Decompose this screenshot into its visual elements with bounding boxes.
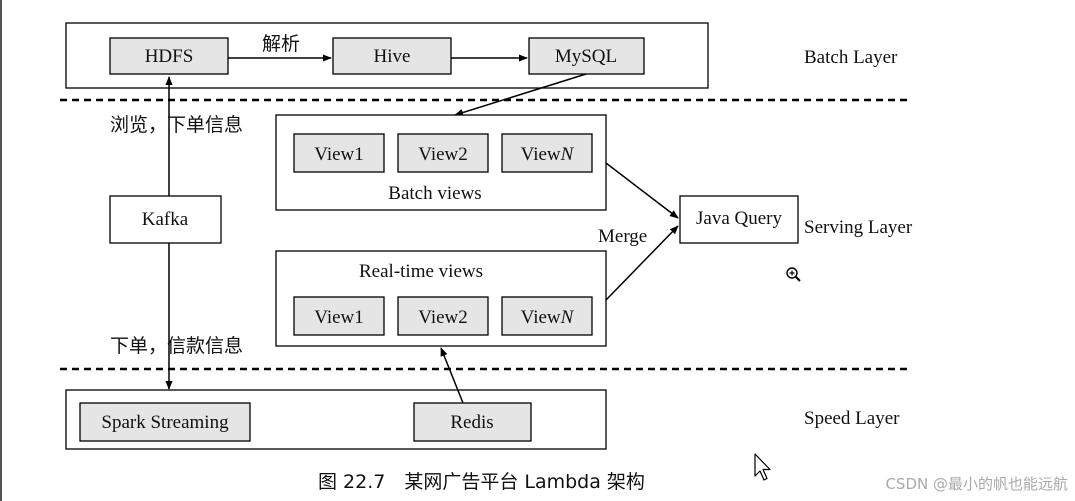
batch-view1-label: View1 [314, 144, 364, 165]
edge-label-browse-order: 浏览，下单信息 [110, 114, 243, 136]
edge-label-parse: 解析 [262, 33, 300, 55]
batch-viewn [501, 133, 593, 173]
cursor-icon [754, 453, 771, 481]
realtime-viewn [501, 296, 593, 336]
batch-viewn-label: ViewN [521, 144, 575, 165]
batch-view2 [397, 133, 489, 173]
batch-view2-label: View2 [418, 144, 468, 165]
serving-layer-label: Serving Layer [804, 217, 913, 238]
edge-realtime-views-java-query [605, 225, 679, 301]
realtime-views-title: Real-time views [359, 261, 483, 282]
figure-caption: 图 22.7 某网广告平台 Lambda 架构 [318, 471, 645, 493]
java-query-node [679, 195, 799, 244]
zoom-in-icon[interactable] [786, 267, 801, 282]
hive-label: Hive [374, 46, 411, 67]
edge-mysql-batch-views [454, 73, 587, 117]
spark-streaming-node [79, 402, 251, 442]
mysql-node [528, 37, 645, 75]
realtime-view1-label: View1 [314, 307, 364, 328]
batch-view1 [293, 133, 385, 173]
edge-batch-views-java-query [605, 162, 679, 219]
redis-label: Redis [450, 412, 493, 433]
edge-label-merge: Merge [598, 226, 647, 247]
hdfs-label: HDFS [145, 46, 194, 67]
kafka-node [109, 195, 222, 244]
hive-node [332, 37, 452, 75]
java-query-label: Java Query [696, 208, 782, 229]
watermark: CSDN @最小的帆也能远航 [885, 475, 1068, 493]
realtime-view2-label: View2 [418, 307, 468, 328]
hdfs-node [109, 37, 229, 75]
spark-streaming-label: Spark Streaming [101, 412, 229, 433]
batch-views-title: Batch views [388, 183, 481, 204]
realtime-view1 [293, 296, 385, 336]
realtime-view2 [397, 296, 489, 336]
window-left-border [0, 0, 2, 501]
redis-node [413, 402, 532, 442]
speed-layer-label: Speed Layer [804, 408, 900, 429]
mysql-label: MySQL [555, 46, 617, 67]
batch-layer-label: Batch Layer [804, 47, 898, 68]
kafka-label: Kafka [142, 209, 189, 230]
edge-label-order-payment: 下单，信款信息 [110, 335, 243, 357]
realtime-viewn-label: ViewN [521, 307, 575, 328]
edge-redis-realtime-views [440, 347, 464, 404]
